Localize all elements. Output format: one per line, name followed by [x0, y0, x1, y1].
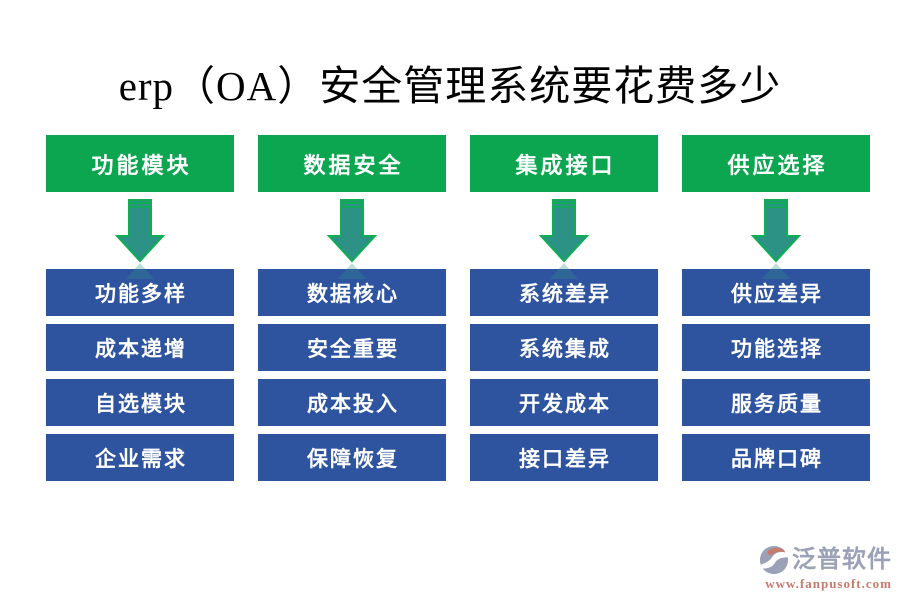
factor-item: 服务质量: [682, 379, 870, 426]
category-column-3: 集成接口 系统差异 系统集成 开发成本 接口差异: [470, 135, 658, 489]
arrow-down-icon: [46, 192, 234, 279]
category-header: 供应选择: [682, 135, 870, 192]
factor-item: 成本投入: [258, 379, 446, 426]
diagram-columns: 功能模块 功能多样 成本递增 自选模块 企业需求 数据安全 数据核心 安全重要: [46, 135, 870, 489]
factor-item: 自选模块: [46, 379, 234, 426]
category-column-2: 数据安全 数据核心 安全重要 成本投入 保障恢复: [258, 135, 446, 489]
brand-url: www.fanpusoft.com: [765, 576, 892, 591]
factor-item: 接口差异: [470, 434, 658, 481]
brand-name: 泛普软件: [792, 546, 892, 573]
page-title: erp（OA）安全管理系统要花费多少: [118, 63, 782, 109]
arrow-down-icon: [258, 192, 446, 279]
brand-watermark: 泛普软件 www.fanpusoft.com: [759, 545, 892, 592]
factor-item: 功能多样: [46, 269, 234, 316]
arrow-down-icon: [682, 192, 870, 279]
factor-item: 成本递增: [46, 324, 234, 371]
factor-item: 企业需求: [46, 434, 234, 481]
factor-item: 保障恢复: [258, 434, 446, 481]
fanpu-logo-icon: [759, 545, 789, 575]
arrow-down-icon: [470, 192, 658, 279]
factor-item: 功能选择: [682, 324, 870, 371]
factor-item: 系统集成: [470, 324, 658, 371]
factor-item: 品牌口碑: [682, 434, 870, 481]
factor-item: 供应差异: [682, 269, 870, 316]
category-header: 集成接口: [470, 135, 658, 192]
factor-item: 开发成本: [470, 379, 658, 426]
category-header: 数据安全: [258, 135, 446, 192]
factor-item: 数据核心: [258, 269, 446, 316]
category-column-4: 供应选择 供应差异 功能选择 服务质量 品牌口碑: [682, 135, 870, 489]
category-column-1: 功能模块 功能多样 成本递增 自选模块 企业需求: [46, 135, 234, 489]
category-header: 功能模块: [46, 135, 234, 192]
factor-item: 系统差异: [470, 269, 658, 316]
factor-item: 安全重要: [258, 324, 446, 371]
